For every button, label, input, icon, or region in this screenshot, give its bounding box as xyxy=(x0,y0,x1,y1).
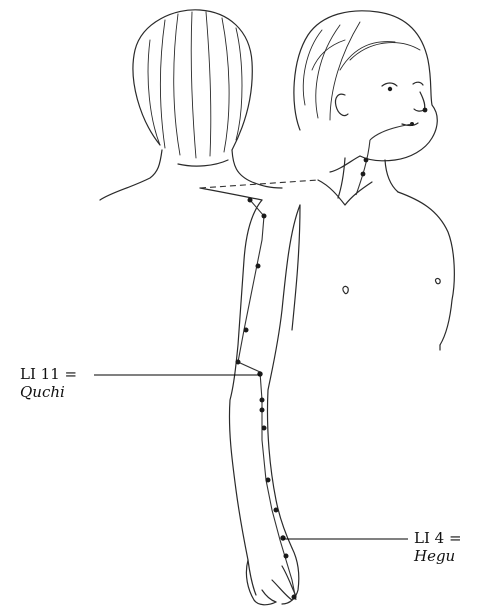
li11-name: Quchi xyxy=(20,383,77,401)
li4-label: LI 4 = Hegu xyxy=(414,529,462,565)
li11-code: LI 11 = xyxy=(20,365,77,383)
back-view-figure xyxy=(100,10,282,200)
front-view-figure xyxy=(294,11,437,198)
li4-name: Hegu xyxy=(414,547,462,565)
li4-code: LI 4 = xyxy=(414,529,462,547)
li11-label: LI 11 = Quchi xyxy=(20,365,77,401)
